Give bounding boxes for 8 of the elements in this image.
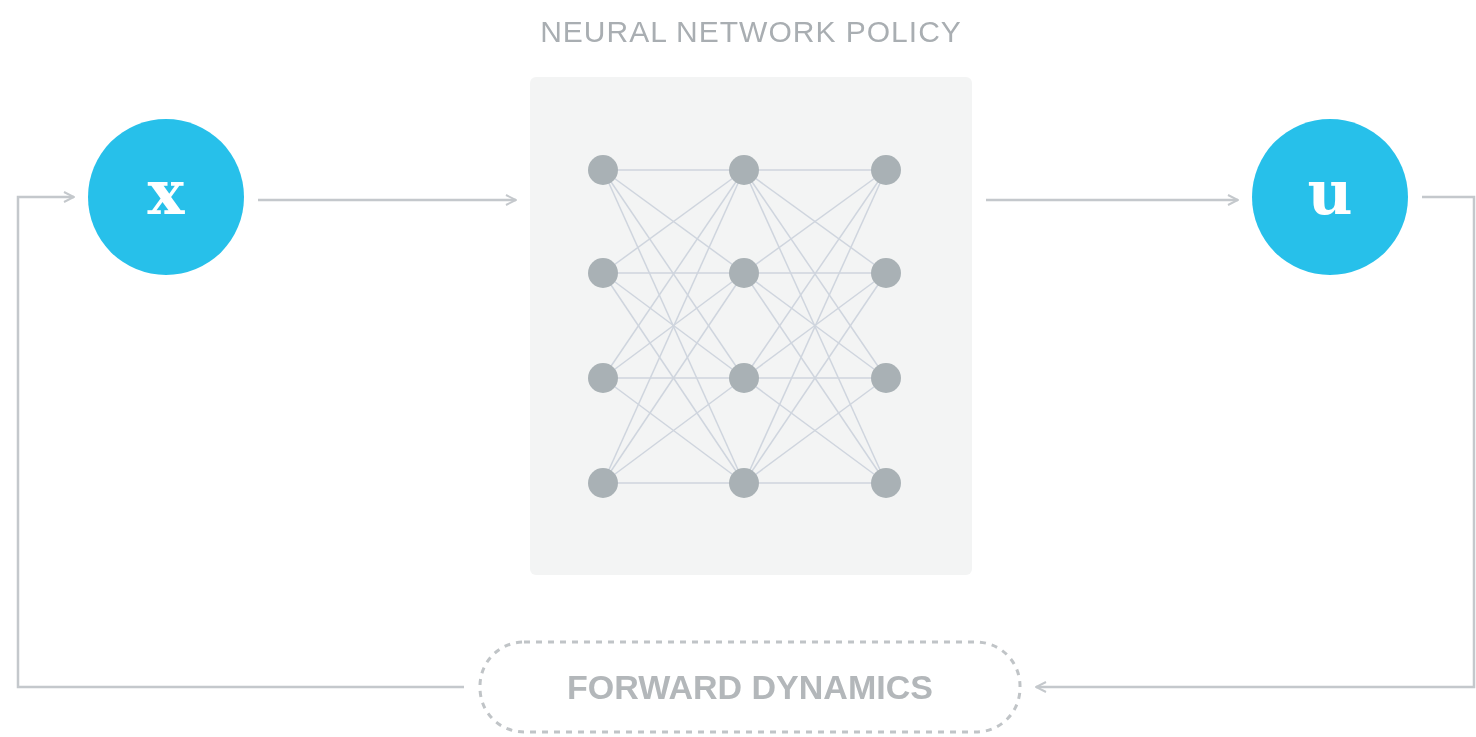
arrow: [258, 194, 517, 206]
panel-heading: NEURAL NETWORK POLICY: [539, 15, 963, 49]
arrow: [986, 194, 1239, 206]
arrow: [1035, 195, 1476, 693]
arrow: [16, 191, 464, 689]
variable-circle: x: [88, 119, 244, 275]
dynamics-label: FORWARD DYNAMICS: [567, 667, 933, 707]
variable-circle: u: [1252, 119, 1408, 275]
